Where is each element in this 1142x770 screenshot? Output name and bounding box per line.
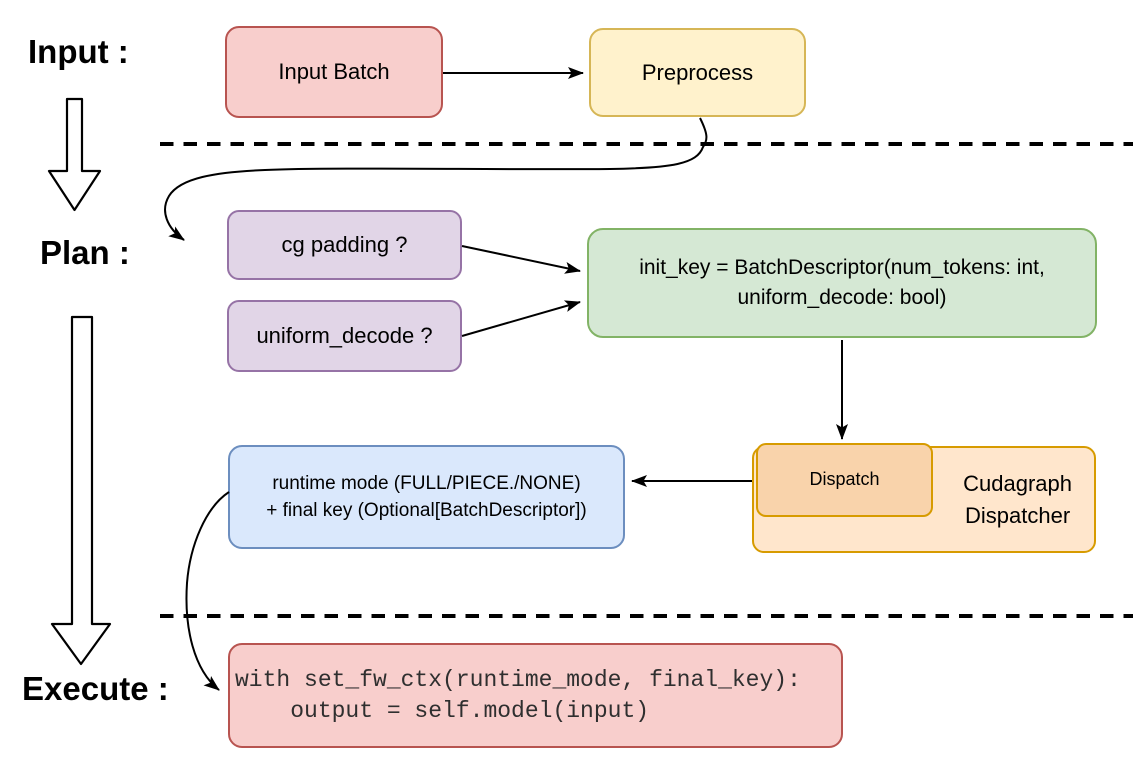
phase-label-plan: Plan : [40,234,130,271]
edge-runtime-mode-to-execute-code [185,491,230,691]
node-preprocess: Preprocess [589,28,806,117]
node-uniform-decode: uniform_decode ? [227,300,462,372]
node-input-batch: Input Batch [225,26,443,118]
node-runtime-mode-final-key: runtime mode (FULL/PIECE./NONE) + final … [228,445,625,549]
edge-cg-padding-to-init-key [461,245,581,274]
phase-label-input: Input : [28,33,129,70]
node-cg-padding: cg padding ? [227,210,462,280]
node-init-key-batchdescriptor: init_key = BatchDescriptor(num_tokens: i… [587,228,1097,338]
edge-uniform-decode-to-init-key [461,300,581,337]
node-dispatch: Dispatch [756,443,933,517]
phase-label-execute: Execute : [22,670,169,707]
hollow-arrow-input-to-plan [47,97,102,212]
hollow-arrow-plan-to-execute [50,315,112,666]
node-execute-code: with set_fw_ctx(runtime_mode, final_key)… [228,643,843,748]
